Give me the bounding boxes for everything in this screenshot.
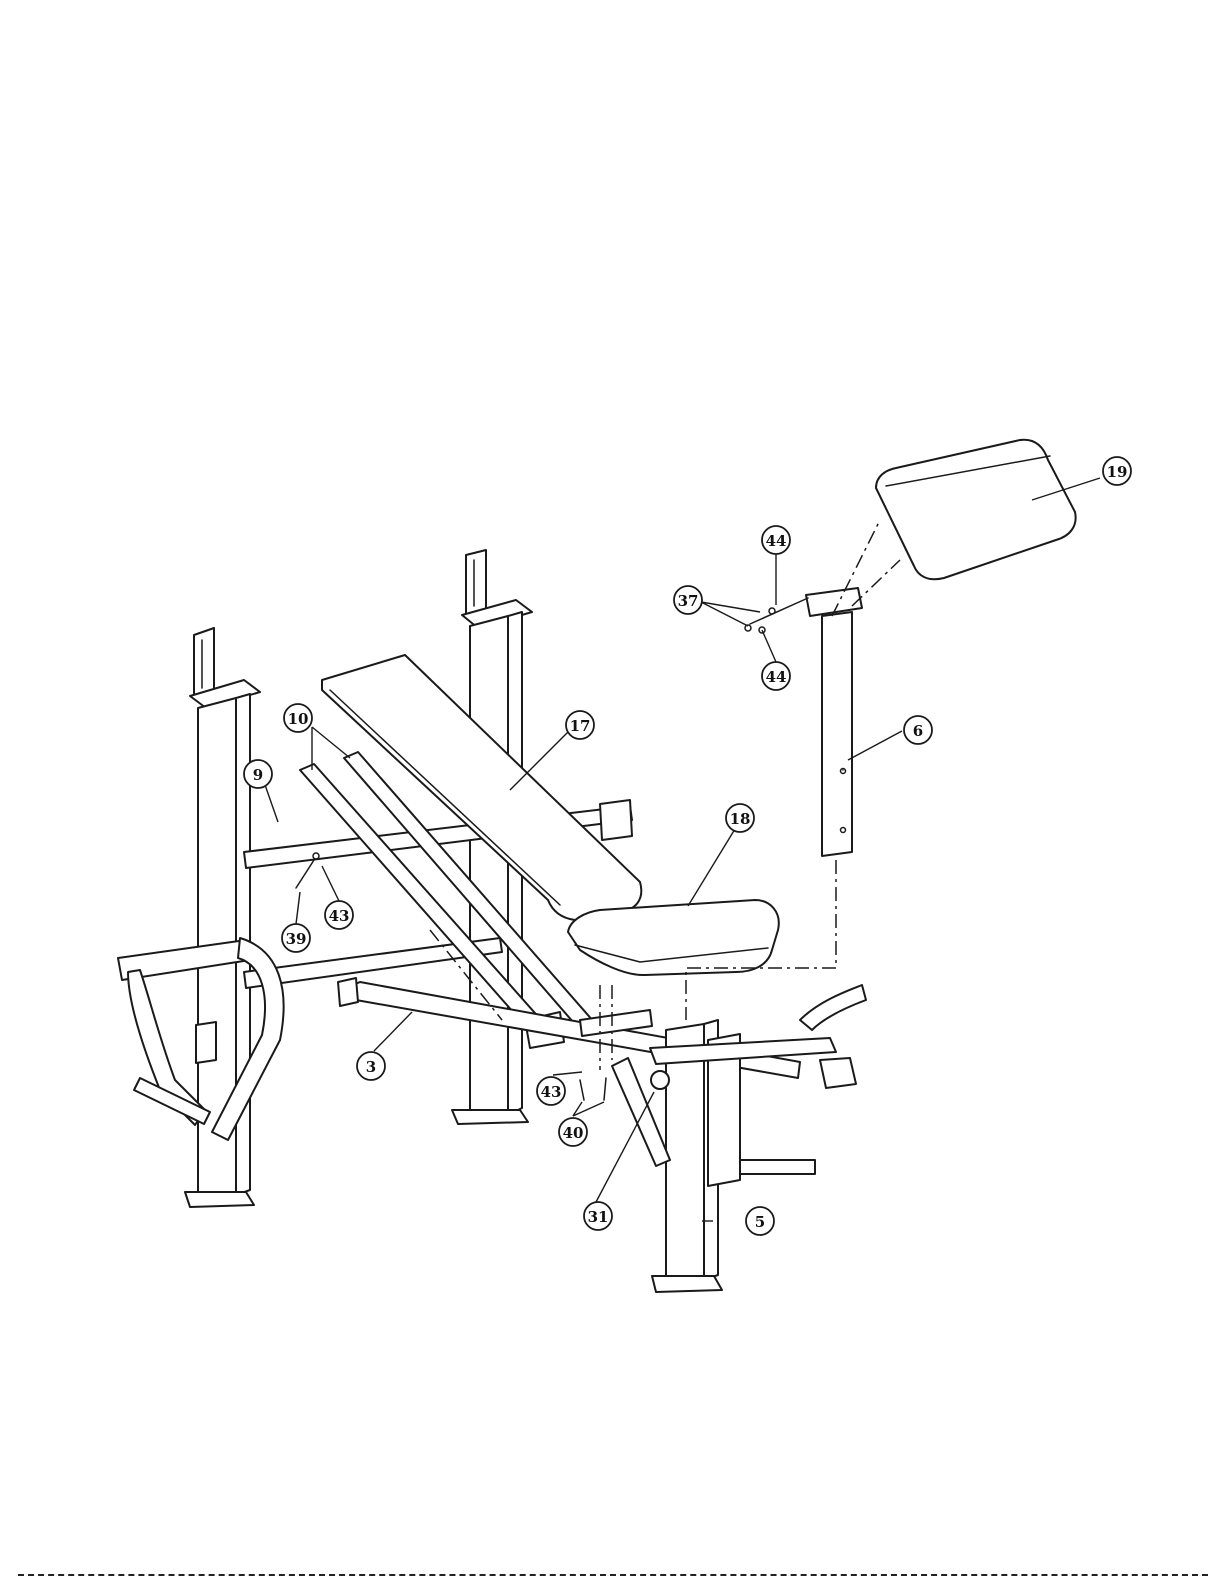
callout-18-label: 18 xyxy=(730,810,751,828)
callout-43-center-label: 43 xyxy=(541,1083,562,1101)
callout-37: 37 xyxy=(674,586,702,614)
callout-6-label: 6 xyxy=(913,722,923,740)
callout-10: 10 xyxy=(284,704,312,732)
callout-37-label: 37 xyxy=(678,592,699,610)
callout-3-label: 3 xyxy=(366,1058,376,1076)
callout-39: 39 xyxy=(282,924,310,952)
preacher-post-6 xyxy=(750,588,862,856)
callout-19: 19 xyxy=(1103,457,1131,485)
callout-43-left-label: 43 xyxy=(329,907,350,925)
callout-10-label: 10 xyxy=(288,710,309,728)
callout-17-label: 17 xyxy=(570,717,591,735)
callout-17: 17 xyxy=(566,711,594,739)
callout-40: 40 xyxy=(559,1118,587,1146)
callout-44-top: 44 xyxy=(762,526,790,554)
callout-19-label: 19 xyxy=(1107,463,1128,481)
callout-3: 3 xyxy=(357,1052,385,1080)
callout-31-label: 31 xyxy=(588,1208,609,1226)
callout-9: 9 xyxy=(244,760,272,788)
callout-5-label: 5 xyxy=(755,1213,765,1231)
callout-44-bottom: 44 xyxy=(762,662,790,690)
callout-40-label: 40 xyxy=(563,1124,584,1142)
preacher-pad-19 xyxy=(876,440,1076,580)
callout-43-center: 43 xyxy=(537,1077,565,1105)
callout-18: 18 xyxy=(726,804,754,832)
seat-pad-18 xyxy=(568,900,779,975)
callout-43-left: 43 xyxy=(325,901,353,929)
callout-9-label: 9 xyxy=(253,766,263,784)
callout-39-label: 39 xyxy=(286,930,307,948)
callout-31: 31 xyxy=(584,1202,612,1230)
leg-lift-left xyxy=(118,938,284,1140)
callout-44-bottom-label: 44 xyxy=(766,668,787,686)
callout-6: 6 xyxy=(904,716,932,744)
callout-5: 5 xyxy=(746,1207,774,1235)
page-bottom-rule xyxy=(18,1574,1208,1576)
callout-44-top-label: 44 xyxy=(766,532,787,550)
